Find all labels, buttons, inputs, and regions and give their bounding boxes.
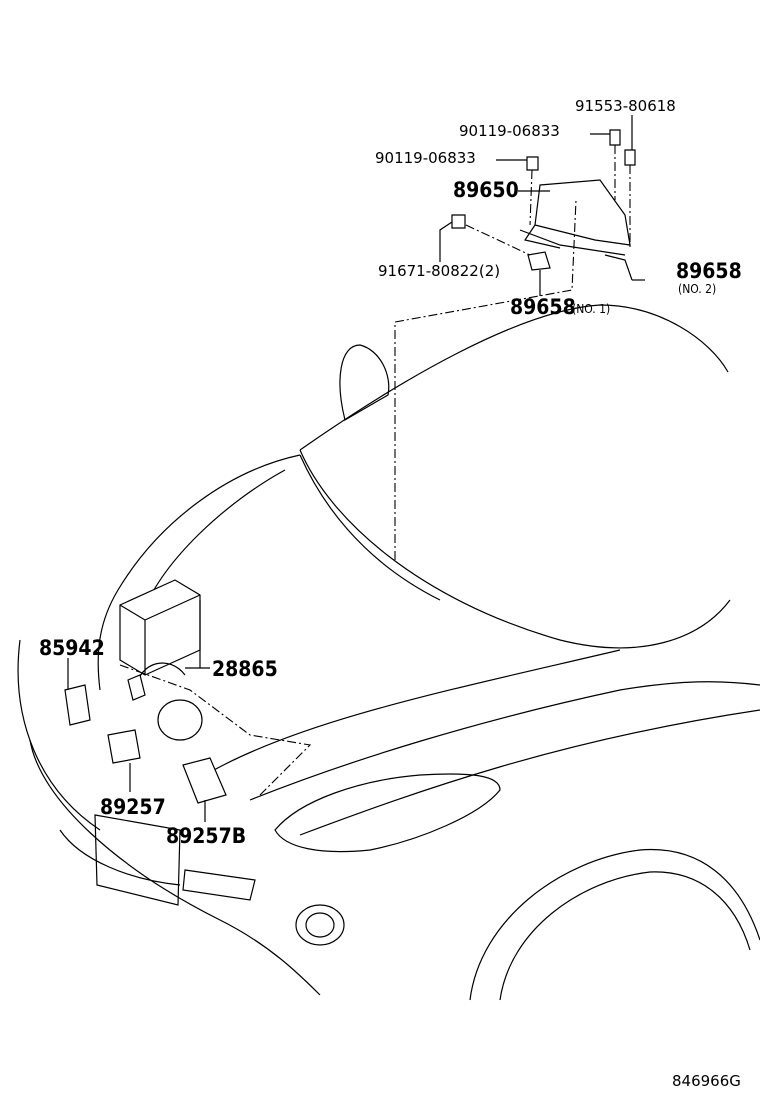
mirror	[339, 344, 390, 421]
hood-outline	[97, 454, 301, 691]
fender-lower	[299, 709, 760, 836]
fog-lamp	[295, 904, 345, 946]
bolt-91553	[624, 149, 636, 166]
bumper-vent	[182, 869, 256, 901]
callout-85942: 85942	[39, 636, 105, 660]
bolt-90119-lower	[526, 156, 539, 171]
figure-code: 846966G	[672, 1072, 741, 1090]
callout-28865: 28865	[212, 657, 278, 681]
callout-89658-no2-note: (NO. 2)	[678, 282, 717, 296]
bumper-lower	[17, 639, 101, 831]
bracket-foot	[524, 224, 561, 249]
module-89257b	[182, 757, 227, 804]
callout-89658-no2: 89658	[676, 259, 742, 283]
leader-91671	[439, 221, 453, 262]
engine-bay-outline	[119, 664, 312, 796]
callout-90119-upper: 90119-06833	[459, 122, 560, 140]
callout-89658-no1: 89658	[510, 295, 576, 319]
callout-91553: 91553-80618	[575, 97, 676, 115]
location-line-main	[394, 199, 577, 560]
callout-89257: 89257	[100, 795, 166, 819]
grille	[59, 829, 181, 886]
location-line-bolt	[465, 224, 531, 256]
license-plate	[94, 814, 181, 906]
headlamp	[274, 773, 501, 853]
location-line-90119	[529, 169, 533, 226]
bumper	[29, 739, 321, 996]
callout-90119-lower: 90119-06833	[375, 149, 476, 167]
bracket-89658-no1	[527, 251, 551, 271]
module-89257	[107, 729, 141, 764]
bolt-91671	[451, 214, 466, 229]
hood-front-edge	[204, 649, 621, 776]
fender-line	[249, 681, 760, 801]
wheel-arch	[469, 848, 760, 1001]
fog-lamp-inner	[305, 912, 335, 938]
wheel-arch-inner	[499, 871, 751, 1001]
bolt-90119-upper	[609, 129, 621, 146]
bracket-89650	[534, 179, 631, 246]
cowl-line	[299, 454, 441, 601]
a-pillar	[299, 449, 731, 649]
sensor-85942	[64, 684, 91, 726]
battery	[119, 579, 201, 676]
callout-89650: 89650	[453, 178, 519, 202]
callout-89257b: 89257B	[166, 824, 247, 848]
bracket-flange	[519, 229, 626, 256]
callout-89658-no1-note: (NO. 1)	[572, 302, 611, 316]
callout-91671: 91671-80822(2)	[378, 262, 501, 280]
windshield-outline	[299, 304, 729, 451]
bracket-89658-no2	[604, 254, 633, 281]
strut-mount	[157, 699, 203, 741]
harness-connector	[127, 674, 146, 701]
